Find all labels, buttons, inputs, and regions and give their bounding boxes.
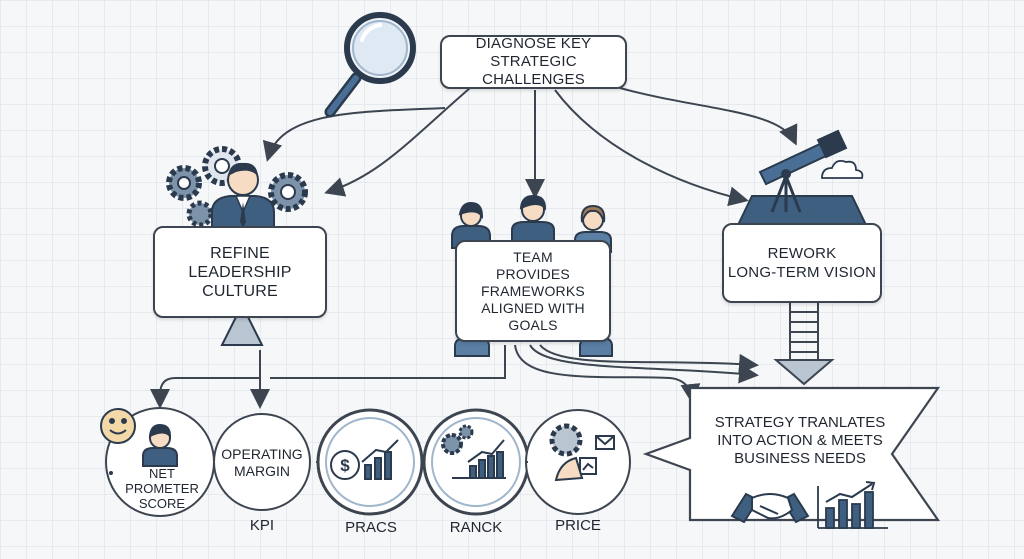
team-line-3: ALIGNED WITH GOALS (481, 299, 585, 333)
arrow-team-to-margin (270, 345, 506, 379)
bullet-dot (109, 471, 113, 475)
nps-line-2: SCORE (138, 496, 186, 511)
strategy-banner-shape (642, 386, 941, 522)
svg-text:$: $ (340, 456, 350, 475)
strategy-line-2: INTO ACTION & MEETS (717, 432, 883, 449)
arrow-diagnose-to-vision (554, 89, 749, 207)
strategy-line-3: BUSINESS NEEDS (734, 450, 866, 467)
caption-pracs: PRACS (345, 519, 397, 536)
strategy-line-1: STRATEGY TRANLATES (714, 414, 886, 431)
ladder-arrow (773, 302, 835, 386)
leader-icon (211, 162, 275, 233)
arrow-team-to-strategy-a (514, 344, 701, 404)
nps-line-1: NET PROMETER (125, 466, 199, 496)
arrow-diagnose-to-telescope (619, 87, 798, 146)
diagnose-line-2: STRATEGIC CHALLENGES (482, 53, 585, 88)
kpi-circle-margin (213, 413, 311, 511)
cloud-icon (821, 159, 864, 179)
margin-line-2: MARGIN (234, 463, 290, 479)
connector-arrows (150, 87, 798, 409)
margin-line-1: OPERATING (221, 446, 303, 462)
diagnose-line-1: DIAGNOSE KEY (475, 35, 592, 52)
margin-label: OPERATING MARGIN (217, 446, 307, 480)
nps-label: NET PROMETER SCORE (112, 466, 212, 511)
magnifier-icon (324, 12, 416, 118)
arrow-team-to-strategy-b (529, 344, 759, 384)
caption-ranck: RANCK (449, 519, 503, 536)
vision-line-1: REWORK (767, 245, 837, 262)
arrow-diagnose-to-gears (324, 87, 471, 197)
team-box: TEAM PROVIDES FRAMEWORKS ALIGNED WITH GO… (455, 240, 611, 342)
team-line-2: PROVIDES FRAMEWORKS (481, 265, 585, 299)
telescope-icon (736, 129, 868, 226)
diagnose-box: DIAGNOSE KEY STRATEGIC CHALLENGES (440, 35, 627, 89)
vision-line-2: LONG-TERM VISION (727, 264, 877, 281)
arrow-leadership-to-nps (150, 350, 261, 409)
gear-analytics-icon (549, 423, 615, 482)
strategy-text: STRATEGY TRANLATES INTO ACTION & MEETS B… (700, 414, 900, 468)
leadership-line-2: LEADERSHIP (188, 263, 292, 281)
caption-price: PRICE (555, 517, 601, 534)
arrow-team-to-strategy-c (539, 344, 759, 374)
bar-chart-icon (817, 481, 888, 529)
smiley-icon (100, 408, 136, 444)
kpi-circle-ranck (422, 408, 530, 516)
dollar-chart-icon: $ (330, 439, 399, 480)
person-icon (142, 423, 178, 467)
handshake-icon (730, 492, 810, 524)
vision-box: REWORK LONG-TERM VISION (722, 223, 882, 303)
pyramid-icon (220, 302, 264, 346)
gear-chart-icon (441, 424, 506, 479)
leadership-box: REFINE LEADERSHIP CULTURE (153, 226, 327, 318)
leadership-line-1: REFINE (210, 244, 270, 262)
team-line-1: TEAM (513, 248, 553, 265)
leadership-line-3: CULTURE (202, 282, 278, 300)
caption-kpi: KPI (249, 517, 275, 534)
